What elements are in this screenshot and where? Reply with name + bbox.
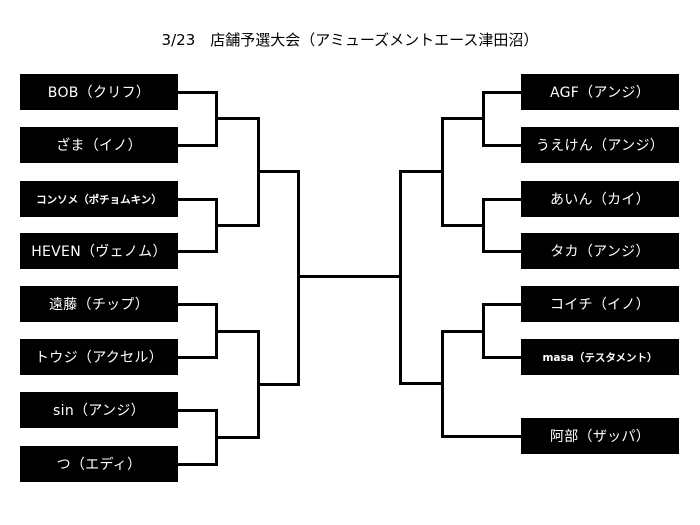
bracket-line bbox=[482, 356, 521, 359]
bracket-line bbox=[482, 91, 521, 94]
bracket-line bbox=[257, 330, 260, 439]
bracket-line bbox=[441, 435, 521, 438]
left-player-1: BOB（クリフ） bbox=[20, 74, 178, 110]
left-player-8: つ（エディ） bbox=[20, 446, 178, 482]
final-line bbox=[299, 275, 401, 278]
bracket-line bbox=[441, 224, 484, 227]
bracket-line bbox=[217, 330, 259, 333]
bracket-line bbox=[178, 91, 217, 94]
bracket-line bbox=[215, 91, 218, 147]
right-player-2: うえけん（アンジ） bbox=[521, 127, 679, 163]
bracket-line bbox=[215, 303, 218, 359]
bracket-line bbox=[482, 144, 521, 147]
bracket-line bbox=[178, 198, 217, 201]
right-player-5: コイチ（イノ） bbox=[521, 286, 679, 322]
bracket-line bbox=[217, 224, 259, 227]
bracket-line bbox=[178, 356, 217, 359]
bracket-line bbox=[215, 198, 218, 253]
bracket-line bbox=[399, 170, 402, 385]
right-player-4: タカ（アンジ） bbox=[521, 233, 679, 269]
bracket-line bbox=[297, 170, 300, 386]
left-player-5: 遠藤（チップ） bbox=[20, 286, 178, 322]
bracket-line bbox=[259, 383, 299, 386]
bracket-line bbox=[215, 409, 218, 466]
bracket-line bbox=[178, 144, 217, 147]
bracket-line bbox=[441, 117, 484, 120]
bracket-line bbox=[178, 463, 217, 466]
left-player-2: ざま（イノ） bbox=[20, 127, 178, 163]
bracket-line bbox=[482, 303, 521, 306]
bracket-line bbox=[399, 382, 443, 385]
bracket-line bbox=[178, 409, 217, 412]
bracket-line bbox=[178, 303, 217, 306]
right-player-1: AGF（アンジ） bbox=[521, 74, 679, 110]
bracket-line bbox=[399, 170, 443, 173]
right-player-7: 阿部（ザッパ） bbox=[521, 418, 679, 454]
left-player-7: sin（アンジ） bbox=[20, 392, 178, 428]
bracket-line bbox=[482, 198, 521, 201]
bracket-line bbox=[217, 436, 259, 439]
bracket-line bbox=[482, 250, 521, 253]
bracket-line bbox=[259, 170, 299, 173]
right-player-3: あいん（カイ） bbox=[521, 181, 679, 217]
bracket-line bbox=[257, 117, 260, 227]
left-player-3: コンソメ（ポチョムキン） bbox=[20, 181, 178, 217]
left-player-4: HEVEN（ヴェノム） bbox=[20, 233, 178, 269]
bracket-line bbox=[178, 250, 217, 253]
tournament-title: 3/23 店舗予選大会（アミューズメントエース津田沼） bbox=[161, 31, 539, 49]
bracket-line bbox=[441, 330, 484, 333]
right-player-6: masa（テスタメント） bbox=[521, 339, 679, 375]
bracket-line bbox=[217, 117, 259, 120]
left-player-6: トウジ（アクセル） bbox=[20, 339, 178, 375]
